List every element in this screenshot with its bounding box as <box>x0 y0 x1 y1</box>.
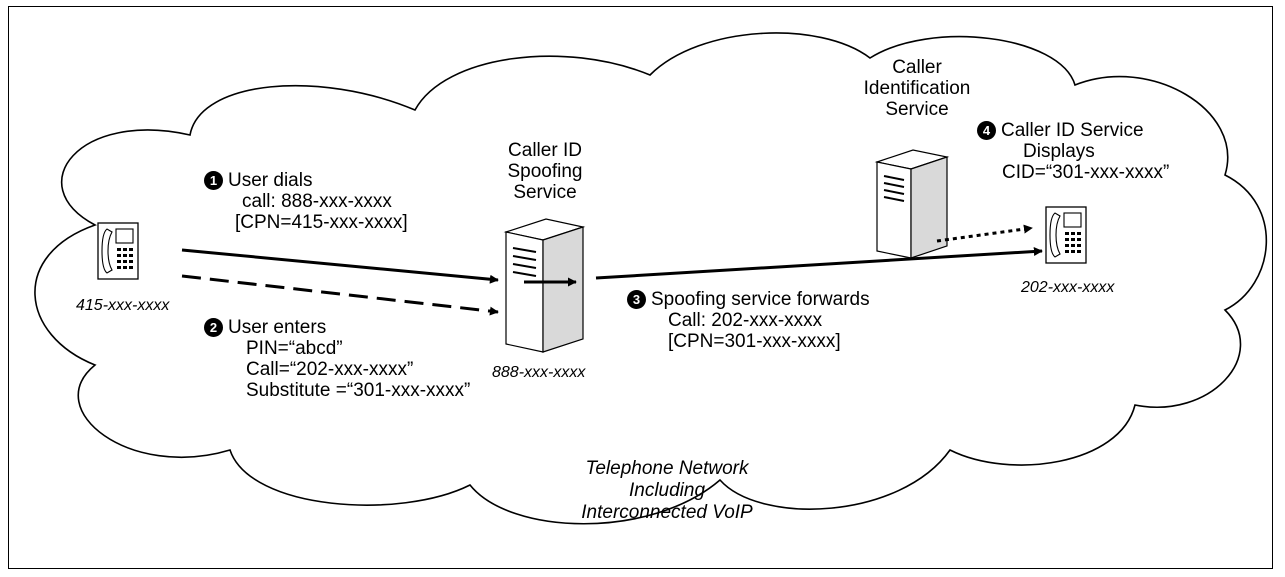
spoofing-server-number: 888-xxx-xxxx <box>492 364 586 381</box>
step-2-badge: 2 <box>204 318 223 337</box>
user-phone-icon <box>97 222 139 280</box>
step-1-badge: 1 <box>204 171 223 190</box>
dial-arrow <box>181 248 499 284</box>
forward-arrow <box>595 246 1043 280</box>
spoofing-service-name: Caller ID Spoofing Service <box>507 140 583 203</box>
caller-id-service-name: Caller Identification Service <box>863 57 971 120</box>
step-3-badge: 3 <box>627 290 646 309</box>
diagram-frame <box>8 6 1273 569</box>
spoofing-server-icon <box>503 218 586 353</box>
telephone-network-cloud <box>34 32 1268 525</box>
caller-id-server-icon <box>874 149 950 259</box>
target-phone-icon <box>1045 206 1087 264</box>
network-label: Telephone Network Including Interconnect… <box>581 458 753 523</box>
target-phone-number: 202-xxx-xxxx <box>1021 279 1115 296</box>
enter-pin-arrow <box>181 274 499 316</box>
user-phone-number: 415-xxx-xxxx <box>76 297 170 314</box>
step-4-badge: 4 <box>977 121 996 140</box>
